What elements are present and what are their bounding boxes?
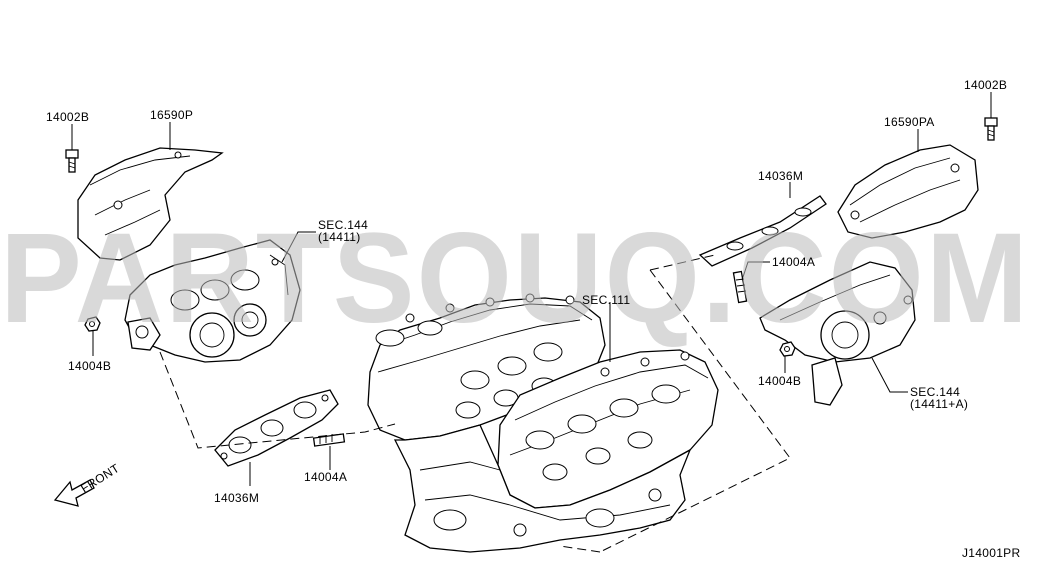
bolt-left (65, 149, 79, 173)
engine-block (367, 293, 719, 553)
nut-right (779, 341, 796, 357)
assembly-frame-left (159, 351, 396, 449)
label-nut-left: 14004B (68, 359, 111, 373)
label-heat-shield-left: 16590P (150, 108, 193, 122)
label-front: FRONT (78, 461, 122, 496)
heat-shield-left (77, 147, 224, 261)
assembly-frame-right (559, 254, 791, 553)
label-bolt-right: 14002B (964, 78, 1007, 92)
label-stud-right: 14004A (772, 255, 815, 269)
label-bolt-left: 14002B (46, 110, 89, 124)
front-arrow-icon (53, 479, 95, 507)
gasket-left (214, 389, 339, 467)
nut-left (84, 316, 101, 332)
label-sec-144-left-sub: (14411) (318, 230, 361, 244)
stud-left (312, 433, 346, 447)
label-gasket-left: 14036M (214, 491, 259, 505)
diagram-code: J14001PR (962, 546, 1020, 560)
label-sec-144-left: SEC.144 (318, 218, 368, 232)
bolt-right (984, 117, 998, 141)
leader-lines (71, 92, 992, 486)
label-sec-144-right-sub: (14411+A) (910, 397, 968, 411)
label-stud-left: 14004A (304, 470, 347, 484)
heat-shield-right (837, 144, 979, 239)
label-gasket-right: 14036M (758, 169, 803, 183)
watermark: PARTSOUQ.COM (0, 207, 1030, 350)
gasket-right (698, 195, 827, 267)
label-heat-shield-right: 16590PA (884, 115, 935, 129)
label-nut-right: 14004B (758, 374, 801, 388)
stud-right (732, 270, 748, 304)
label-sec-144-right: SEC.144 (910, 385, 960, 399)
turbo-left (124, 239, 301, 363)
label-sec-111: SEC.111 (582, 293, 630, 307)
